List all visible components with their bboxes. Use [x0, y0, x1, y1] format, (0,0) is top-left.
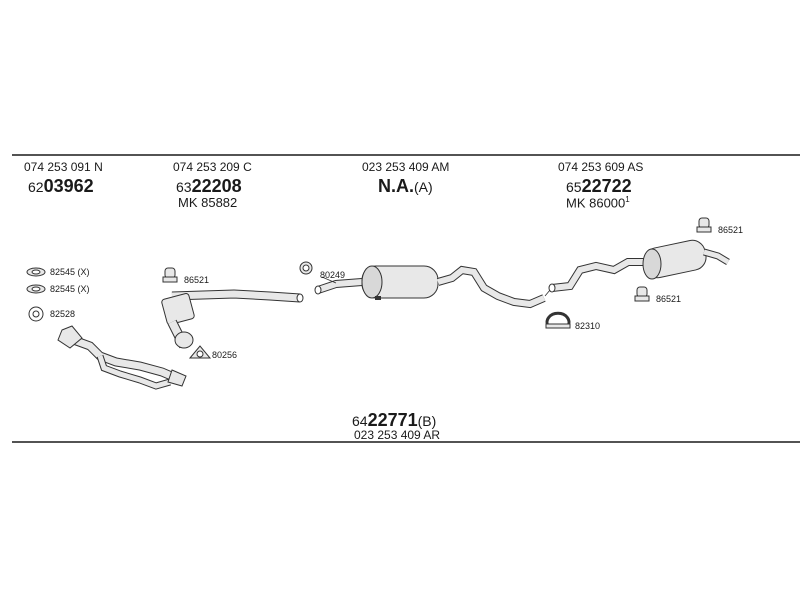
- footer-part-number-suffix: (B): [417, 413, 437, 429]
- part-number-4-main: 22722: [581, 176, 632, 196]
- label-gasket-mid: 80256: [212, 350, 238, 360]
- clamp-icon-rear: [545, 311, 571, 329]
- part-number-3: N.A.(A): [378, 177, 433, 195]
- footer-part-code: 023 253 409 AR: [354, 428, 441, 442]
- part-number-2-main: 22208: [191, 176, 242, 196]
- footer-part-number: 6422771(B): [352, 411, 436, 429]
- part-number-2-prefix: 63: [176, 179, 192, 195]
- footer-part-number-main: 22771: [367, 410, 418, 430]
- rear-silencer: [548, 239, 730, 293]
- part-code-2: 074 253 209 C: [173, 160, 252, 174]
- label-gasket-center: 80249: [320, 270, 346, 280]
- label-clamp-b: 82545 (X): [50, 284, 90, 294]
- part-code-3: 023 253 409 AM: [362, 160, 450, 174]
- mk-number-4-text: MK 86000: [566, 195, 626, 211]
- label-hanger-rear-bottom: 86521: [656, 294, 682, 304]
- hanger-icon-mid: [162, 267, 178, 283]
- part-number-1: 6203962: [28, 177, 94, 195]
- clamp-x-icon-a: [26, 267, 46, 277]
- label-hanger-mid: 86521: [184, 275, 210, 285]
- gasket-icon-mid: [188, 345, 212, 359]
- part-number-4-prefix: 65: [566, 179, 582, 195]
- part-number-4: 6522722: [566, 177, 632, 195]
- footer-part-number-prefix: 64: [352, 413, 368, 429]
- gasket-icon-front: [28, 306, 44, 322]
- mk-number-4: MK 860001: [566, 195, 630, 211]
- part-number-1-main: 03962: [43, 176, 94, 196]
- clamp-x-icon-b: [26, 284, 46, 294]
- label-hanger-rear-top: 86521: [718, 225, 744, 235]
- part-number-3-suffix: (A): [414, 179, 433, 195]
- label-clamp-a: 82545 (X): [50, 267, 90, 277]
- front-pipe: [57, 325, 187, 390]
- part-code-4: 074 253 609 AS: [558, 160, 644, 174]
- part-code-1: 074 253 091 N: [24, 160, 103, 174]
- hanger-icon-rear-bottom: [634, 286, 650, 302]
- label-clamp-rear: 82310: [575, 321, 601, 331]
- gasket-icon-center: [299, 261, 313, 275]
- part-number-3-main: N.A.: [378, 176, 414, 196]
- part-number-2: 6322208: [176, 177, 242, 195]
- center-silencer: [314, 265, 546, 309]
- middle-pipe: [161, 289, 304, 349]
- label-gasket-front: 82528: [50, 309, 76, 319]
- part-number-1-prefix: 62: [28, 179, 44, 195]
- hanger-icon-rear-top: [696, 217, 712, 233]
- mk-number-4-sup: 1: [625, 195, 630, 204]
- leader-lines: [321, 276, 551, 297]
- mk-number-2: MK 85882: [178, 195, 238, 210]
